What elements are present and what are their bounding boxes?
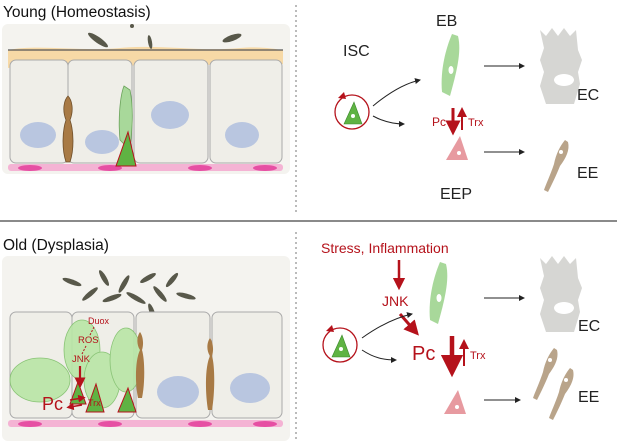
young-ee-label: EE [577,165,598,182]
old-jnk-tissue-label: JNK [72,354,91,365]
old-ee-label: EE [578,389,599,406]
young-isc-cell [115,130,137,167]
young-ec-label: EC [577,87,599,104]
old-title: Old (Dysplasia) [3,237,109,254]
old-tissue: Duox ROS JNK Pc Trx [2,256,290,441]
young-isc-scheme-cell [343,101,363,125]
young-eb-label: EB [436,13,457,30]
young-pc-label: Pc [432,115,446,129]
young-title: Young (Homeostasis) [3,4,151,21]
young-isc-label: ISC [343,43,370,60]
old-ros-label: ROS [78,335,99,346]
old-duox-label: Duox [88,316,110,326]
old-pc-label: Pc [412,343,435,365]
old-pc-tissue-label: Pc [42,394,63,414]
young-trx-label: Trx [468,117,484,129]
old-isc-scheme-cell [331,334,351,358]
old-trx-label: Trx [470,350,486,362]
old-eep-scheme-cell [444,390,466,414]
young-eb-scheme-cell [441,34,460,96]
old-jnk-label: JNK [382,293,409,309]
young-isc-renewal-circle [334,94,370,130]
old-trx-tissue-label: Trx [88,398,101,408]
old-stress-label: Stress, Inflammation [321,240,449,256]
young-lineage-scheme: ISC EB EC EEP EE Pc Trx [334,13,599,203]
young-eep-scheme-cell [446,136,468,160]
young-ec-scheme-cell [540,28,582,104]
old-eb-scheme-cell [429,262,448,324]
old-lineage-scheme: Stress, Inflammation JNK EC EE Pc [321,240,600,420]
old-ec-label: EC [578,318,600,335]
young-tissue [2,24,290,174]
old-ec-scheme-cell [540,256,582,332]
young-eep-label: EEP [440,186,472,203]
young-ee-cell [62,95,74,163]
